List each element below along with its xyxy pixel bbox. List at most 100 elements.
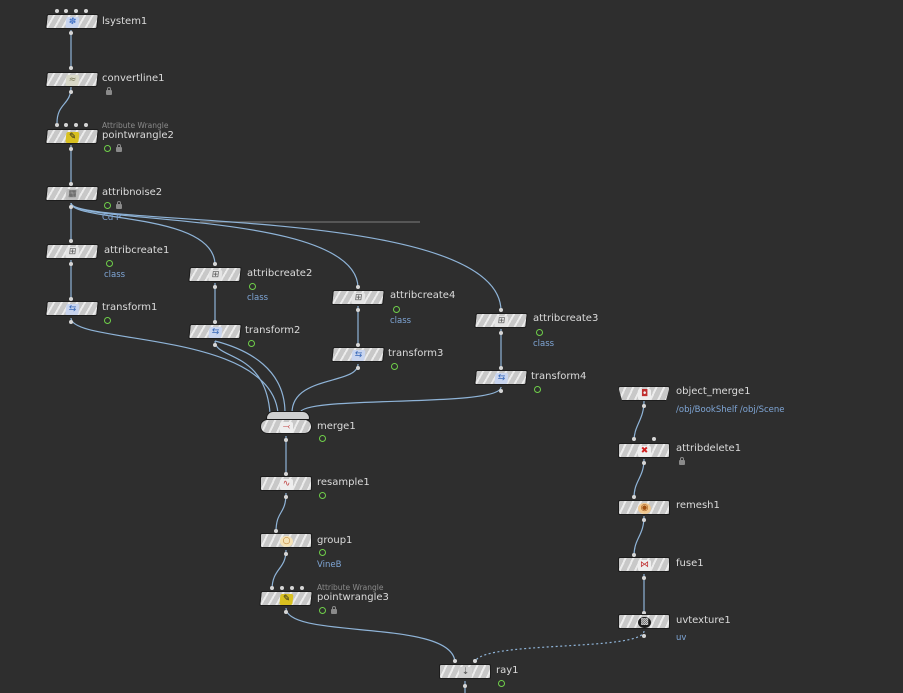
node-attribdelete1[interactable]: ✖ [618,443,670,458]
node-label[interactable]: transform2 [245,325,301,336]
node-label[interactable]: transform3 [388,348,444,359]
wire-uvtexture1-ray1[interactable] [474,630,645,664]
object-merge-icon: ◘ [638,388,651,400]
node-label[interactable]: ray1 [496,665,519,676]
lock-icon[interactable] [106,87,112,95]
lock-icon[interactable] [331,606,337,614]
attribcreate-icon: ⊞ [208,269,223,281]
node-object_merge1[interactable]: ◘ [618,386,670,401]
node-label[interactable]: transform4 [531,371,587,382]
node-label[interactable]: resample1 [317,477,370,488]
node-resample1[interactable]: ∿ [260,476,312,491]
wire-remesh1-fuse1[interactable] [633,515,645,557]
convertline-icon: ≈ [65,74,80,86]
node-label[interactable]: transform1 [102,302,158,313]
node-param: class [390,316,412,326]
ports[interactable] [55,9,656,688]
node-uvtexture1[interactable]: ▩ [618,614,670,629]
node-label[interactable]: remesh1 [676,500,720,511]
ray-icon: ⇣ [459,666,472,678]
display-flag-icon[interactable] [319,492,326,499]
display-flag-icon[interactable] [393,306,400,313]
node-transform3[interactable]: ⇆ [331,347,385,362]
display-flag-icon[interactable] [104,202,111,209]
attribcreate-icon: ⊞ [65,246,80,258]
attribnoise-icon: ▦ [65,188,80,200]
wire-transform2-merge1-b[interactable] [214,340,286,414]
wire-convertline1-pointwrangle2[interactable] [56,86,72,124]
node-label[interactable]: attribcreate4 [390,290,456,301]
display-flag-icon[interactable] [319,549,326,556]
node-label[interactable]: attribcreate2 [247,268,313,279]
node-lsystem1[interactable]: ✽ [45,14,99,29]
node-label[interactable]: attribdelete1 [676,443,742,454]
node-label[interactable]: pointwrangle2 [102,130,174,141]
attribcreate-icon: ⊞ [494,315,509,327]
wire-attribnoise2-attribcreate3[interactable] [70,202,502,312]
node-group1[interactable]: ○ [260,533,312,548]
node-fuse1[interactable]: ⋈ [618,557,670,572]
node-merge1[interactable]: ⤙ [260,419,312,434]
wire-attribdelete1-remesh1[interactable] [633,458,645,499]
wire-group1-pointwrangle3[interactable] [271,549,287,591]
node-transform2[interactable]: ⇆ [188,324,242,339]
display-flag-icon[interactable] [249,283,256,290]
node-label[interactable]: pointwrangle3 [317,592,389,603]
node-label[interactable]: fuse1 [676,558,704,569]
lock-icon[interactable] [116,201,122,209]
node-label[interactable]: attribcreate1 [104,245,170,256]
node-attribcreate3[interactable]: ⊞ [474,313,528,328]
merge-input-bar[interactable] [266,411,310,420]
node-transform4[interactable]: ⇆ [474,370,528,385]
node-label[interactable]: merge1 [317,421,356,432]
node-type-label: Attribute Wrangle [102,121,169,130]
node-label[interactable]: group1 [317,535,353,546]
node-remesh1[interactable]: ◉ [618,500,670,515]
transform-icon: ⇆ [494,372,509,384]
lock-icon[interactable] [679,457,685,465]
wire-transform4-merge1[interactable] [299,386,502,414]
node-param: VineB [317,560,342,570]
node-param: uv [676,633,687,643]
node-label[interactable]: attribcreate3 [533,313,599,324]
lsystem-icon: ✽ [65,16,80,28]
node-pointwrangle3[interactable]: ✎ [259,591,313,606]
display-flag-icon[interactable] [534,386,541,393]
node-label[interactable]: lsystem1 [102,16,148,27]
display-flag-icon[interactable] [498,680,505,687]
node-attribcreate1[interactable]: ⊞ [45,244,99,259]
wrangle-icon: ✎ [65,131,80,143]
wire-attribnoise2-attribcreate2[interactable] [70,202,216,266]
wire-resample1-group1[interactable] [275,492,287,533]
node-label[interactable]: object_merge1 [676,386,751,397]
display-flag-icon[interactable] [536,329,543,336]
node-label[interactable]: uvtexture1 [676,615,731,626]
node-label[interactable]: convertline1 [102,73,165,84]
node-type-label: Attribute Wrangle [317,583,384,592]
display-flag-icon[interactable] [106,260,113,267]
node-convertline1[interactable]: ≈ [45,72,99,87]
display-flag-icon[interactable] [104,317,111,324]
node-pointwrangle2[interactable]: ✎ [45,129,99,144]
remesh-icon: ◉ [638,502,651,514]
node-label[interactable]: attribnoise2 [102,187,163,198]
node-ray1[interactable]: ⇣ [439,664,491,679]
node-attribcreate2[interactable]: ⊞ [188,267,242,282]
display-flag-icon[interactable] [391,363,398,370]
uvtexture-icon: ▩ [638,616,651,628]
wire-transform3-merge1[interactable] [291,363,359,414]
display-flag-icon[interactable] [248,340,255,347]
node-attribnoise2[interactable]: ▦ [45,186,99,201]
display-flag-icon[interactable] [319,435,326,442]
wire-pointwrangle3-ray1[interactable] [285,607,456,664]
node-param: /obj/BookShelf /obj/Scene [676,405,785,415]
node-transform1[interactable]: ⇆ [45,301,99,316]
wire-transform1-merge1[interactable] [70,317,279,414]
wire-transform2-merge1-a[interactable] [214,340,271,414]
display-flag-icon[interactable] [104,145,111,152]
node-attribcreate4[interactable]: ⊞ [331,290,385,305]
lock-icon[interactable] [116,144,122,152]
display-flag-icon[interactable] [319,607,326,614]
